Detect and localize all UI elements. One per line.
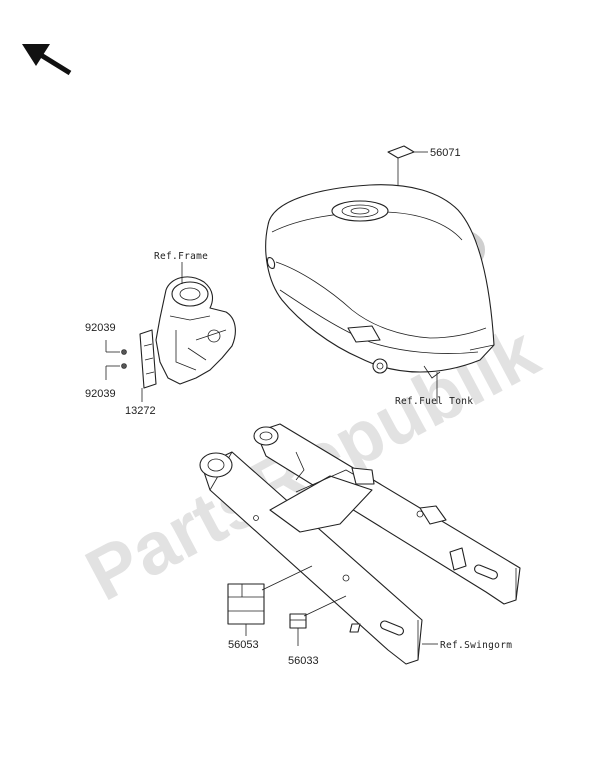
decal-56033 [289,595,347,646]
rivet-92039-lower [105,363,127,380]
part-number-92039-lower: 92039 [85,388,116,400]
ref-fuel-tank-label: Ref.Fuel Tonk [395,396,473,407]
swingarm [199,423,521,665]
ref-swingarm-label: Ref.Swingorm [440,640,512,651]
part-number-13272: 13272 [125,405,156,417]
direction-arrow-icon [22,44,72,76]
rivet-92039-upper [105,340,127,355]
plate-13272 [139,329,157,389]
ref-frame-label: Ref.Frame [154,251,208,262]
part-number-56053: 56053 [228,639,259,651]
frame-section [155,276,236,385]
part-number-56071: 56071 [430,147,461,159]
part-number-92039-upper: 92039 [85,322,116,334]
fuel-tank [265,184,495,379]
decal-56053 [227,565,313,636]
part-number-56033: 56033 [288,655,319,667]
